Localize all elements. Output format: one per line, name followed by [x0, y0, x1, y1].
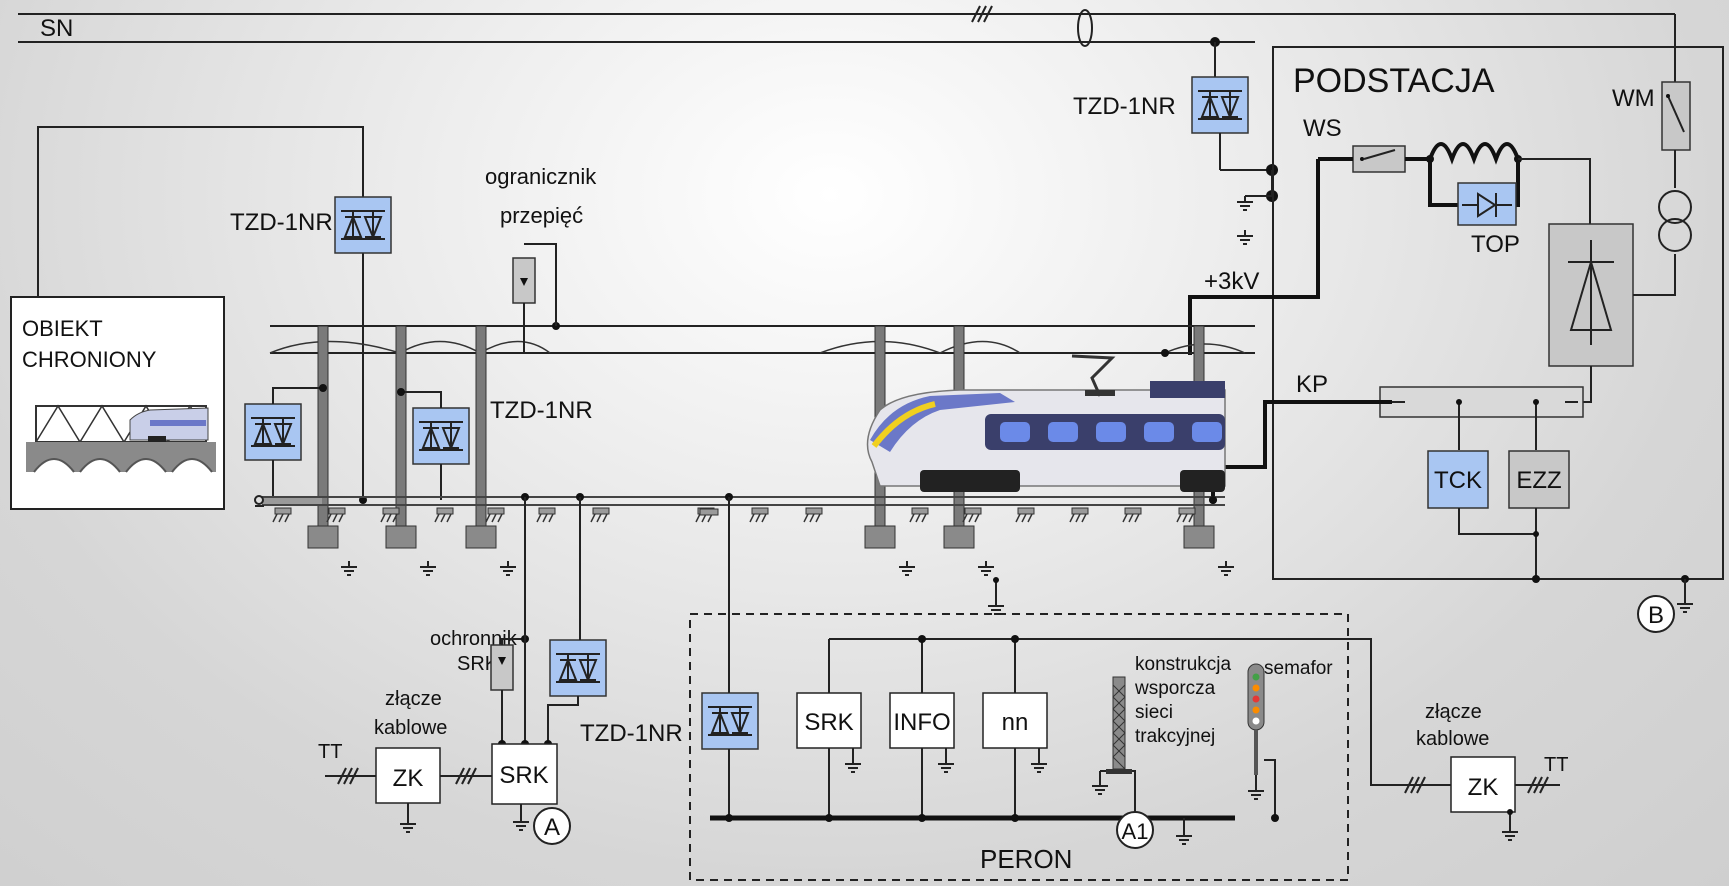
protector-icon: [1191, 76, 1249, 134]
srk-track-box: [491, 743, 558, 805]
konstr-label-line4: trakcyjnej: [1135, 726, 1215, 747]
protected-object-box: [10, 296, 225, 510]
protector-icon: [701, 692, 759, 750]
tzd-label-mast: TZD-1NR: [490, 397, 593, 424]
protector-icon: [244, 403, 302, 461]
substation-title: PODSTACJA: [1293, 62, 1495, 100]
kp-label: KP: [1296, 371, 1328, 398]
zlacze-right-line2: kablowe: [1416, 728, 1489, 750]
info-label: INFO: [893, 709, 950, 736]
point-a-marker: [533, 807, 571, 845]
konstr-label-line3: sieci: [1135, 702, 1173, 723]
sn-hatch: [971, 5, 993, 23]
konstr-label-line1: konstrukcja: [1135, 654, 1232, 675]
zlacze-left-line2: kablowe: [374, 717, 447, 739]
ezz-box: [1508, 450, 1570, 509]
ground-icon: [1236, 195, 1254, 211]
mast-icon: [307, 325, 339, 549]
rail-ties: [272, 507, 1196, 523]
transformer-icon: [1658, 190, 1692, 224]
srk-platform-label: SRK: [804, 709, 853, 736]
mast-icon: [465, 325, 497, 549]
tzd-label-srk: TZD-1NR: [580, 720, 683, 747]
srk-track-label: SRK: [499, 762, 548, 789]
arrester-label-line1: ogranicznik: [485, 164, 597, 189]
cable-hatch: [337, 767, 359, 785]
surge-arrester-icon: [490, 644, 514, 691]
zk-right-label: ZK: [1468, 774, 1499, 801]
protector-icon: [334, 196, 392, 254]
tck-box: [1427, 450, 1489, 509]
a-label: A: [544, 814, 560, 841]
tzd-label-left: TZD-1NR: [230, 209, 333, 236]
plus3kv-label: +3kV: [1204, 268, 1259, 295]
peron-label: PERON: [980, 844, 1072, 874]
tzd-label-top: TZD-1NR: [1073, 93, 1176, 120]
tt-left-label: TT: [318, 741, 342, 763]
ochronnik-label-line2: SRK: [457, 653, 499, 675]
inductor-icon: [1428, 142, 1520, 165]
a1-label: A1: [1122, 819, 1149, 844]
semafor-label: semafor: [1264, 658, 1333, 679]
train-icon: [866, 354, 1226, 492]
signal-icon: [1247, 663, 1265, 775]
ws-label: WS: [1303, 115, 1342, 142]
zlacze-left-line1: złącze: [385, 688, 442, 710]
sn-label: SN: [40, 15, 73, 42]
current-transformer-icon: [1077, 9, 1093, 47]
kp-busbar: [1379, 386, 1584, 418]
protected-object-line1: OBIEKT: [22, 316, 103, 341]
protector-icon: [412, 407, 470, 465]
zk-left-label: ZK: [393, 765, 424, 792]
protected-object-line2: CHRONIONY: [22, 347, 157, 372]
point-a1-marker: [1116, 811, 1154, 849]
konstr-label-line2: wsporcza: [1134, 678, 1216, 699]
tck-label: TCK: [1434, 467, 1482, 494]
arrester-label-line2: przepięć: [500, 203, 583, 228]
nn-label: nn: [1002, 709, 1029, 736]
ezz-label: EZZ: [1516, 467, 1561, 494]
point-b-marker: [1637, 595, 1675, 633]
protector-icon: [549, 639, 607, 697]
zk-left-box: [375, 747, 441, 804]
return-feeder: [1211, 400, 1392, 500]
zlacze-right-line1: złącze: [1425, 701, 1482, 723]
platform-box: [689, 613, 1349, 881]
tt-right-label: TT: [1544, 754, 1568, 776]
top-label: TOP: [1471, 231, 1520, 258]
srk-platform-box: [796, 692, 862, 749]
support-mast-icon: [1106, 676, 1132, 774]
b-label: B: [1648, 602, 1664, 629]
bridge-icon: [26, 404, 216, 473]
wm-label: WM: [1612, 85, 1655, 112]
substation-box: [1272, 46, 1724, 580]
